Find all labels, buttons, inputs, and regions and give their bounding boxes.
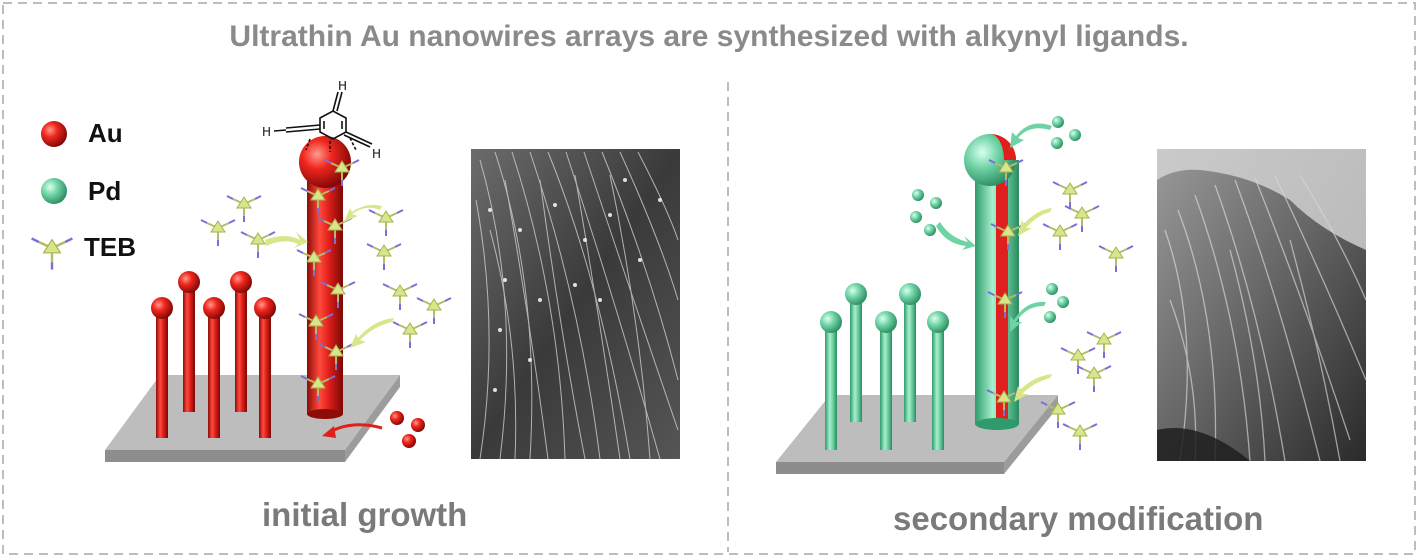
figure-title: Ultrathin Au nanowires arrays are synthe… <box>229 20 1189 53</box>
right-pd-atoms <box>910 116 1081 323</box>
left-short-au-nanowires <box>151 271 276 438</box>
legend-au-sphere-icon <box>41 121 67 147</box>
left-au-feed-arrowhead <box>322 426 336 438</box>
legend-label-teb: TEB <box>84 232 136 262</box>
legend-label-pd: Pd <box>88 176 122 206</box>
teb-atom-h-right: H <box>372 147 381 161</box>
caption-secondary-modification: secondary modification <box>893 500 1264 537</box>
right-ligand-arrows <box>1014 208 1052 402</box>
legend-label-au: Au <box>88 118 123 148</box>
legend-teb-molecule-icon <box>30 237 74 271</box>
right-pd-arrows <box>936 123 1052 332</box>
right-short-pd-nanowires <box>820 283 949 450</box>
left-au-atoms <box>390 411 425 448</box>
teb-atom-h-top: H <box>338 79 347 93</box>
teb-atom-h-left: H <box>262 125 271 139</box>
teb-chemical-structure <box>273 91 373 152</box>
right-tall-au-pd-nanowire <box>964 134 1019 430</box>
right-sem-image <box>1157 149 1367 462</box>
left-ligand-arrows <box>265 204 394 348</box>
legend-pd-sphere-icon <box>41 178 67 204</box>
left-sem-image <box>471 149 680 460</box>
caption-initial-growth: initial growth <box>262 496 468 533</box>
left-substrate <box>105 375 400 462</box>
